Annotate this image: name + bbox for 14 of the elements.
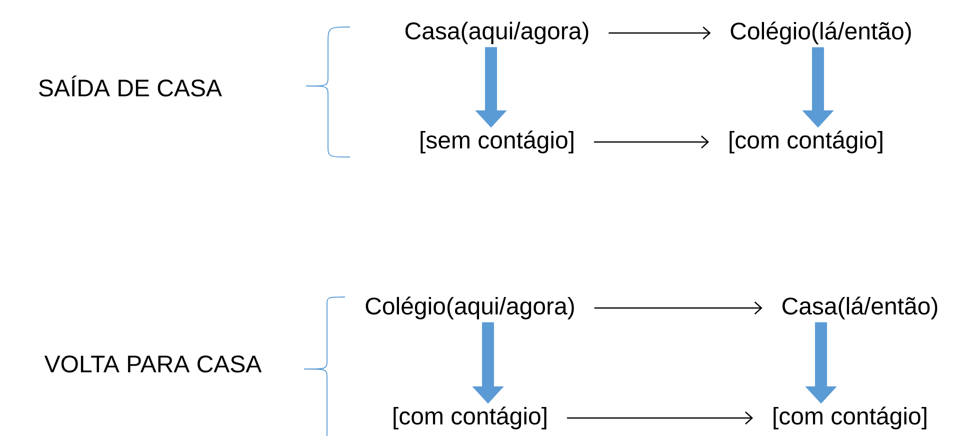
arrow — [608, 26, 711, 40]
text-label: Colégio(aqui/agora) — [366, 296, 574, 320]
text-label: [com contágio] — [730, 130, 882, 154]
arrow — [594, 302, 762, 314]
arrow — [566, 412, 754, 424]
section-label: SAÍDA DE CASA — [39, 75, 222, 97]
text-label: Casa(lá/então) — [782, 296, 938, 320]
text-label: [com contágio] — [774, 406, 926, 430]
text-label: Casa(aqui/agora) — [406, 22, 588, 44]
text-label: [com contágio] — [394, 406, 546, 430]
text-label: [sem contágio] — [420, 130, 574, 154]
section-label: VOLTA PARA CASA — [44, 356, 262, 372]
text-label: Colégio(lá/então) — [730, 22, 911, 44]
arrow — [594, 136, 710, 148]
